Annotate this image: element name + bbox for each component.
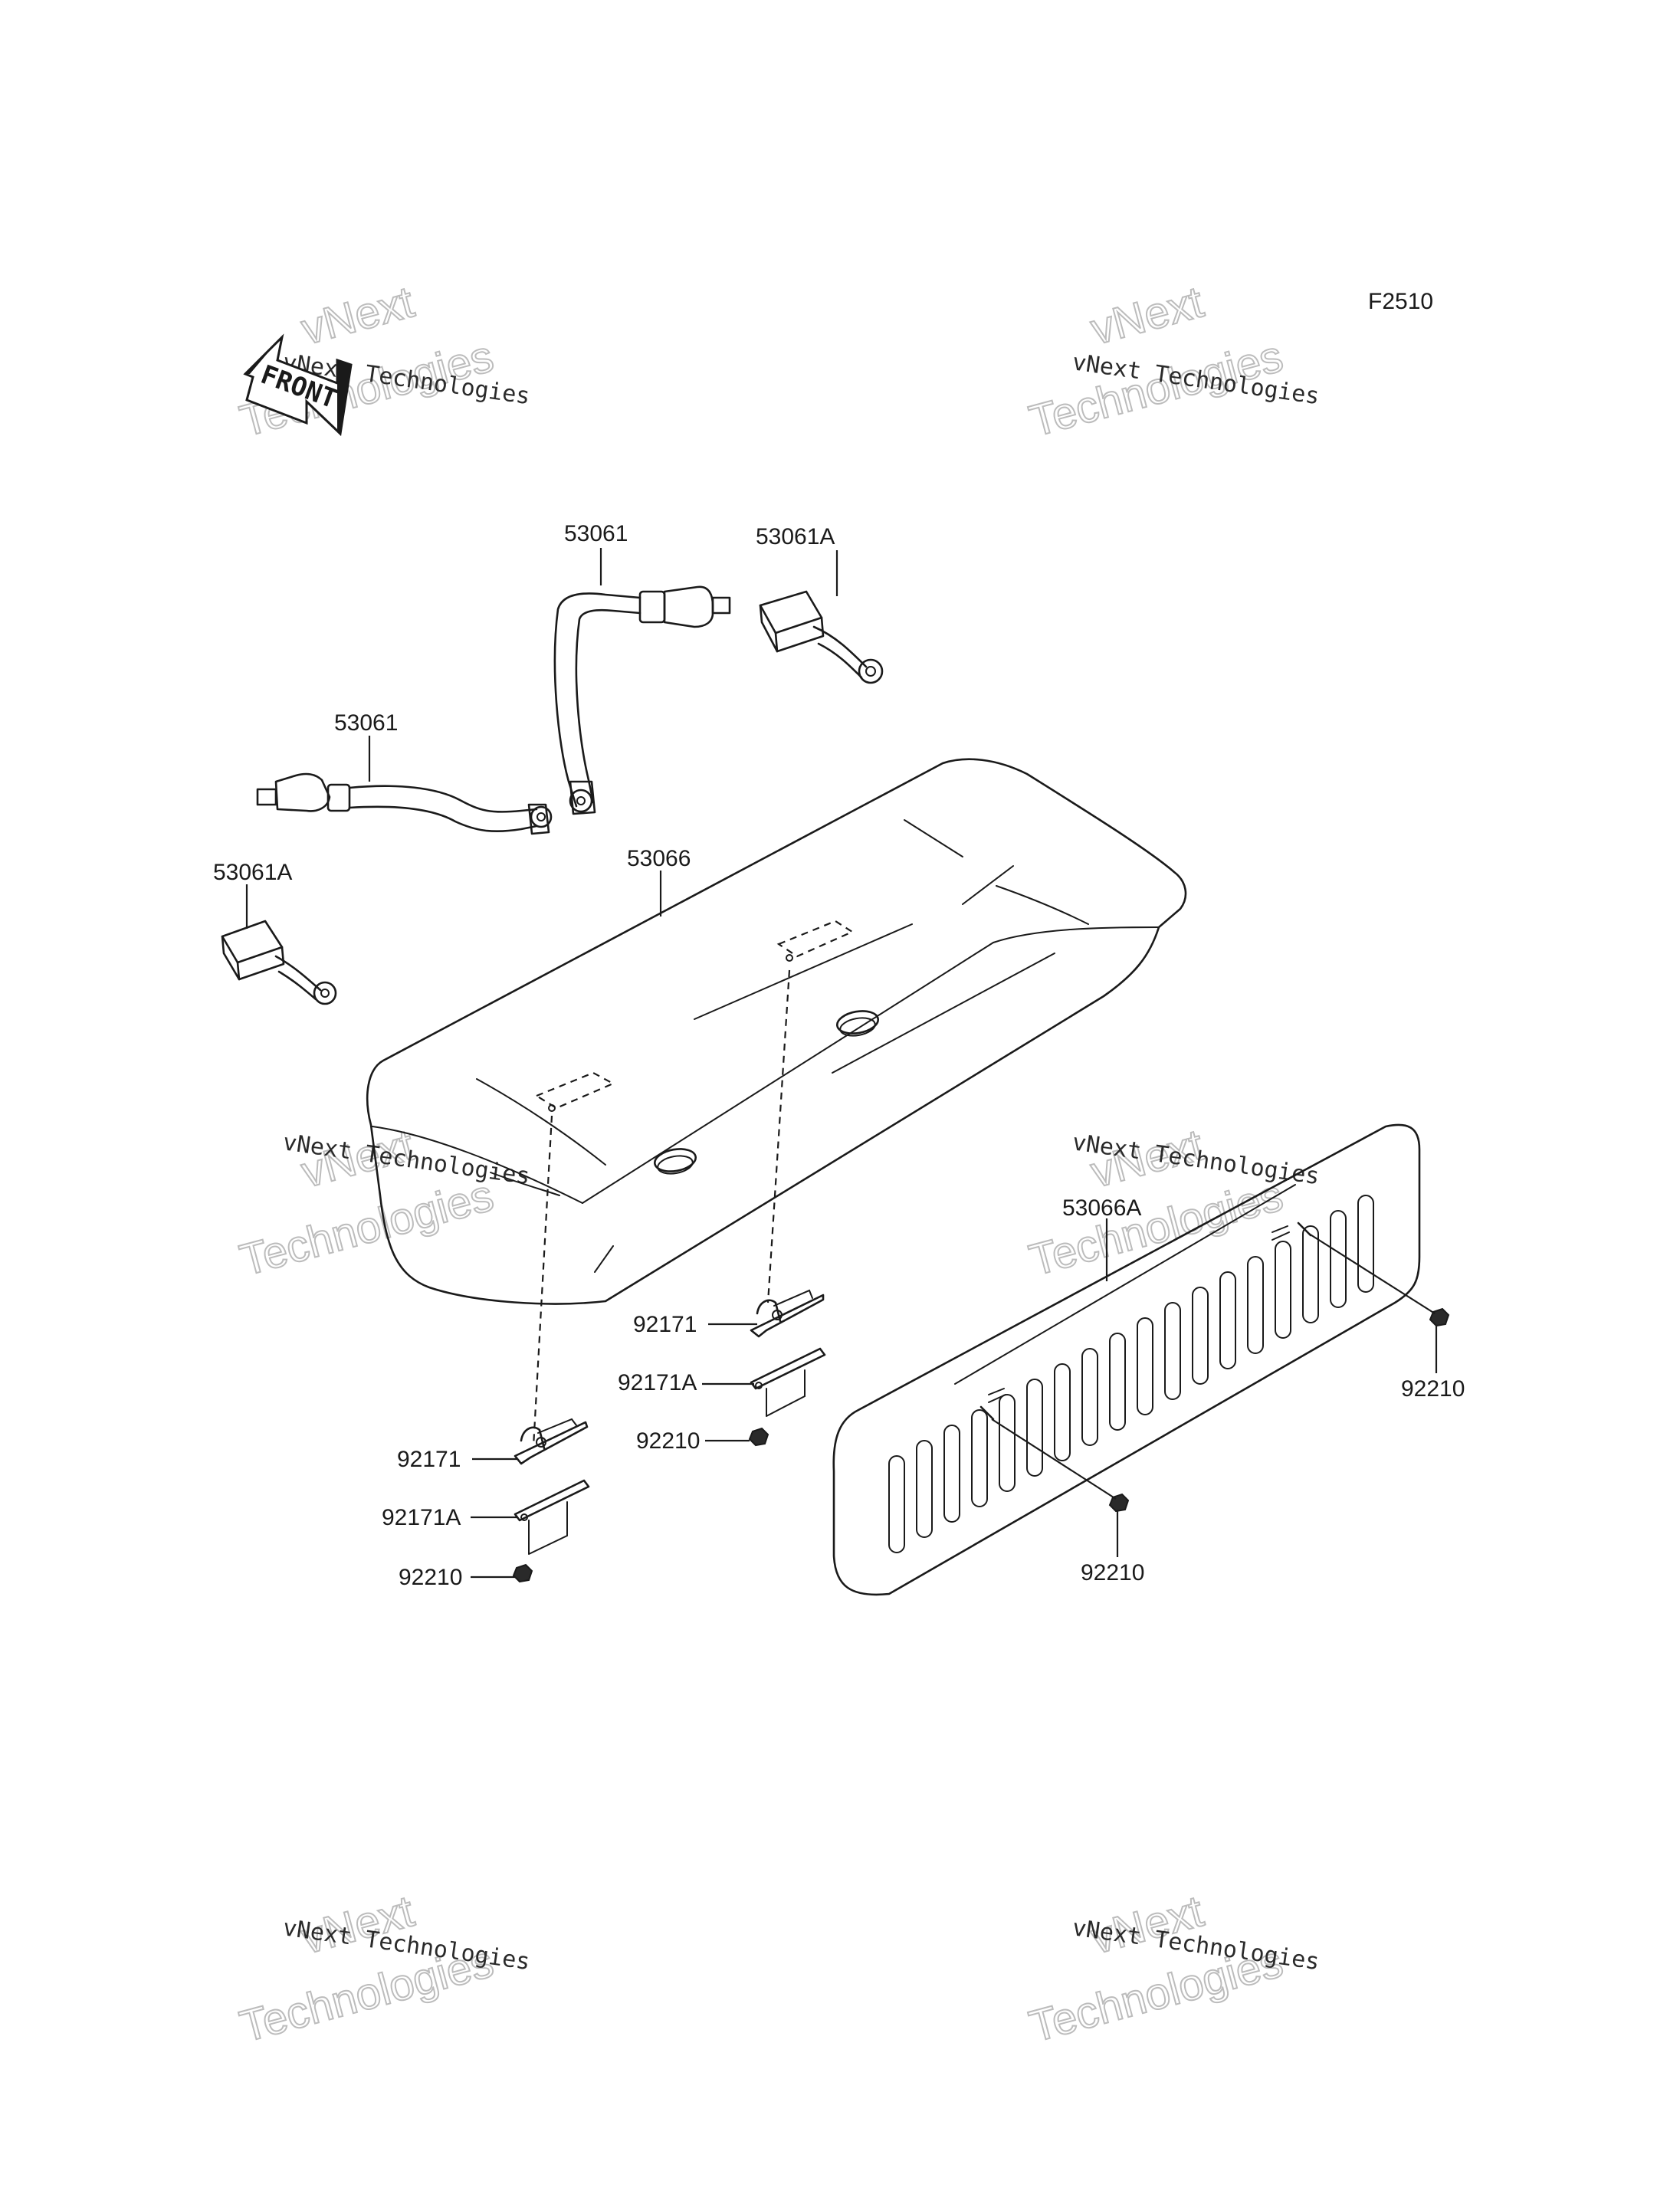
part-label-92210-left[interactable]: 92210 <box>399 1565 462 1590</box>
bracket-right <box>750 1289 825 1338</box>
part-label-92171a-left[interactable]: 92171A <box>382 1505 461 1530</box>
watermark-bottom-left: vNext Technologies vNext Technologies <box>235 1885 532 2052</box>
nut-icon <box>512 1563 533 1583</box>
svg-text:vNext: vNext <box>297 277 419 354</box>
part-label-92210-right[interactable]: 92210 <box>636 1428 700 1454</box>
nut-icon <box>748 1427 769 1447</box>
seat-belt-buckle-left <box>221 920 337 1005</box>
seat-back-panel <box>832 1123 1421 1596</box>
part-label-92171-right[interactable]: 92171 <box>633 1312 697 1337</box>
fastener-line-upper <box>1308 1233 1436 1314</box>
plate-left <box>514 1479 590 1555</box>
seat-belt-right <box>553 585 731 815</box>
part-label-53066a[interactable]: 53066A <box>1062 1195 1141 1221</box>
part-label-92171a-right[interactable]: 92171A <box>618 1370 697 1395</box>
part-label-92171-left[interactable]: 92171 <box>397 1447 461 1472</box>
seat-cushion <box>366 758 1187 1305</box>
fastening-line-left <box>532 1115 553 1448</box>
fastener-line-lower <box>991 1418 1117 1500</box>
part-label-92210-lower[interactable]: 92210 <box>1081 1560 1144 1585</box>
part-label-53066[interactable]: 53066 <box>627 846 691 871</box>
svg-text:vNext: vNext <box>1086 277 1209 354</box>
part-label-53061-upper[interactable]: 53061 <box>564 521 628 546</box>
watermark-bottom-right: vNext Technologies vNext Technologies <box>1024 1885 1321 2052</box>
seat-back-vent-slots <box>888 1195 1374 1553</box>
part-label-53061a-left[interactable]: 53061A <box>213 860 292 885</box>
seat-belt-left <box>256 772 553 835</box>
bracket-left <box>514 1418 589 1465</box>
plate-right <box>750 1347 826 1417</box>
front-arrow-icon: FRONT <box>243 333 353 437</box>
part-label-92210-upper[interactable]: 92210 <box>1401 1376 1465 1402</box>
figure-code: F2510 <box>1368 289 1433 314</box>
svg-text:Technologies: Technologies <box>235 1170 499 1285</box>
part-label-53061-left[interactable]: 53061 <box>334 710 398 736</box>
fastening-line-right <box>766 969 791 1303</box>
watermark-top-right: vNext Technologies vNext Technologies <box>1024 276 1321 447</box>
watermark-middle-left: vNext Technologies vNext Technologies <box>235 1119 532 1286</box>
seat-belt-buckle-right <box>759 590 884 684</box>
part-label-53061a-upper[interactable]: 53061A <box>756 524 835 549</box>
